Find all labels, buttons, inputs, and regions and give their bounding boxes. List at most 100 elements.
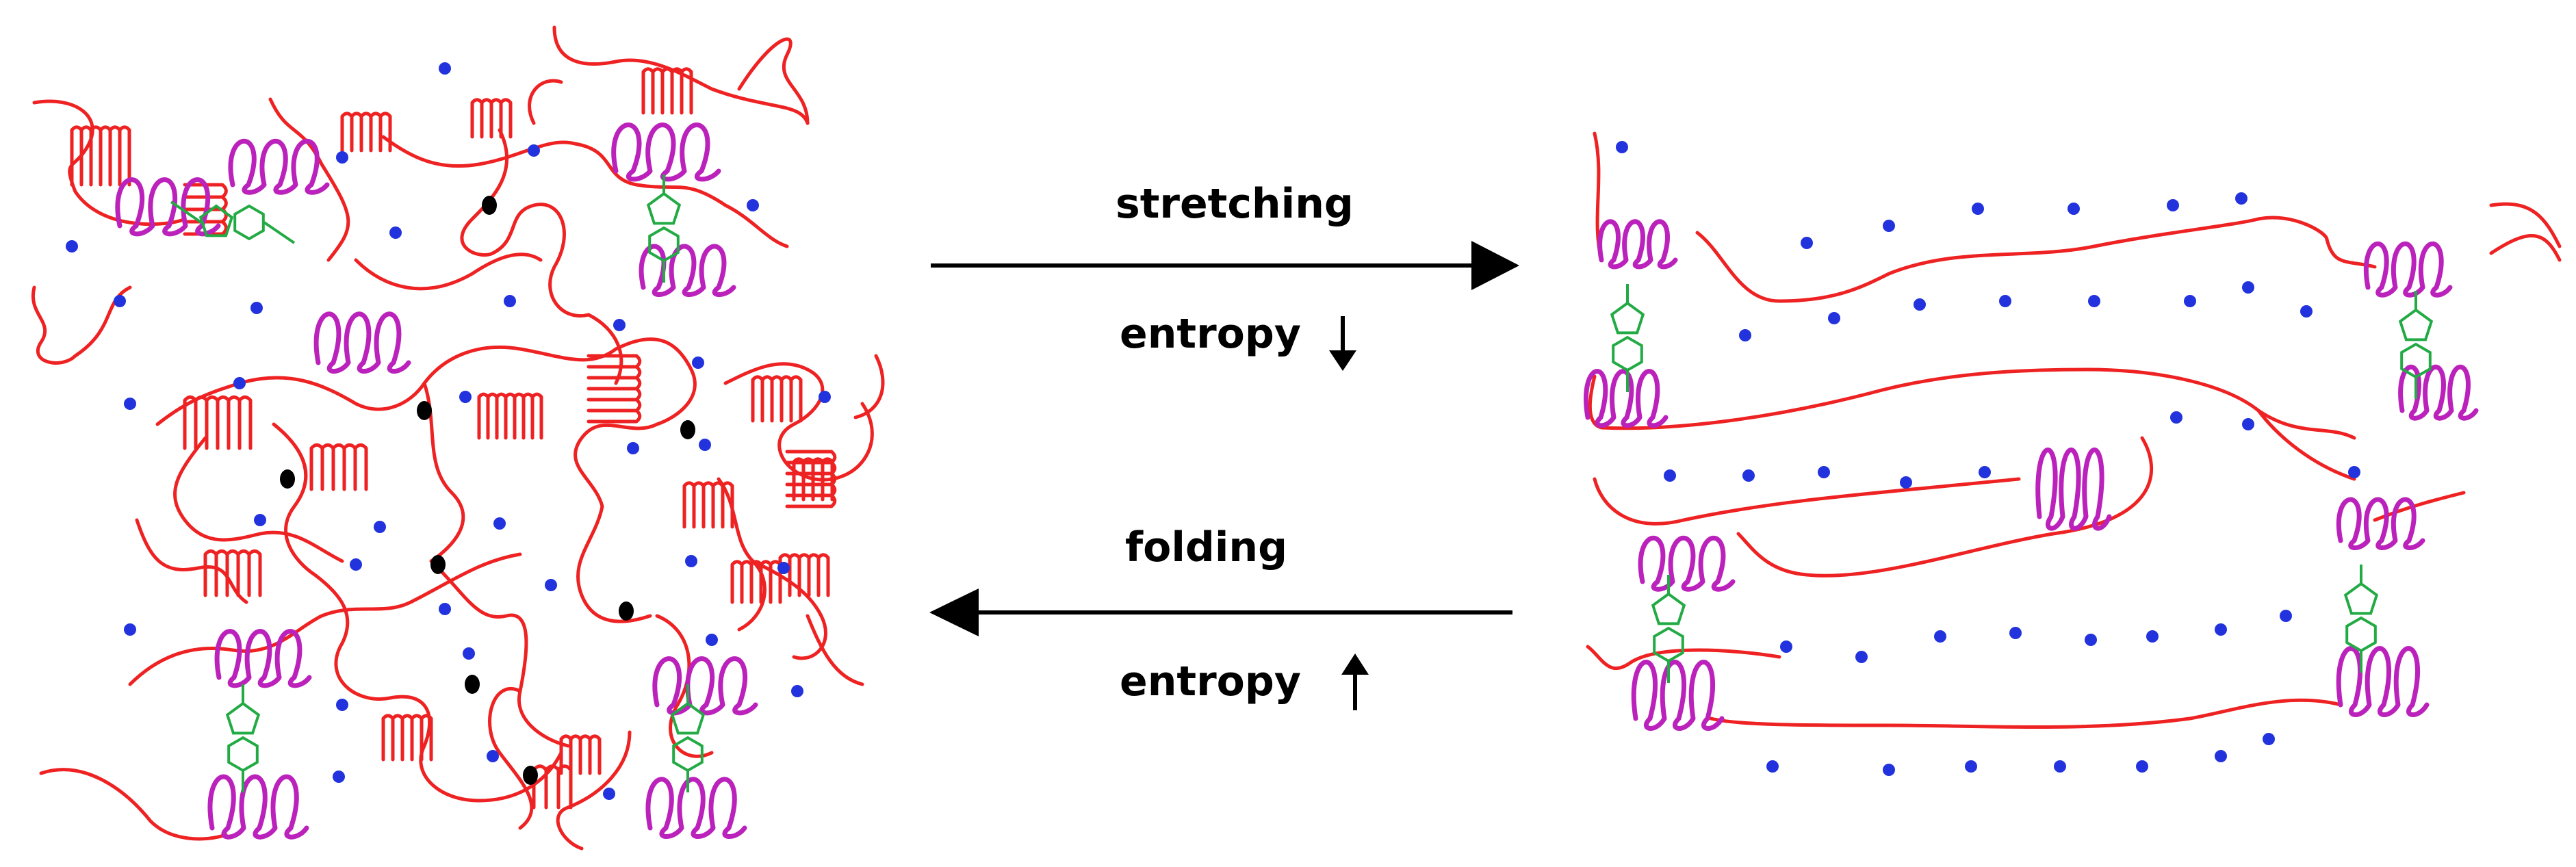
junction-point: [417, 401, 432, 420]
water-dot: [1999, 295, 2011, 307]
polymer-chain: [1588, 367, 2356, 440]
polymer-chain: [460, 128, 591, 318]
water-dot: [2215, 623, 2227, 636]
folded-loop: [778, 553, 830, 597]
water-dot: [791, 685, 803, 697]
pentagon-ring: [2343, 582, 2379, 615]
water-dot: [350, 558, 362, 571]
helix-coil: [645, 777, 747, 839]
water-dot: [1780, 640, 1792, 653]
helix-coil: [639, 244, 736, 298]
water-dot: [2300, 305, 2313, 318]
water-dot: [2242, 281, 2254, 294]
water-dot: [777, 562, 790, 574]
water-dot: [254, 514, 266, 526]
hexagon-ring: [1653, 626, 1684, 663]
water-dot: [2280, 610, 2292, 622]
polymer-chain: [268, 97, 350, 262]
water-dot: [66, 240, 78, 253]
stretched-network-panel: [1584, 131, 2562, 776]
water-dot: [685, 555, 697, 567]
water-dot: [124, 398, 136, 410]
folded-crosslink-rings: [170, 174, 706, 792]
water-dot: [692, 357, 704, 369]
polymer-chain: [155, 345, 618, 426]
polymer-chain: [488, 687, 534, 830]
folded-loop: [641, 67, 693, 115]
helix-coil: [652, 656, 758, 716]
water-dot: [1934, 630, 1946, 643]
folded-helix-crosslinks: [115, 122, 758, 840]
water-dot: [747, 199, 759, 211]
water-dot: [603, 788, 615, 800]
helix-coil: [2336, 497, 2425, 551]
water-dot: [487, 750, 499, 762]
water-dot: [463, 647, 475, 660]
water-dot: [1855, 651, 1868, 663]
stretched-crosslink-rings: [1610, 284, 2434, 683]
water-dot: [333, 771, 345, 783]
water-dot: [1914, 298, 1926, 311]
helix-coil: [313, 311, 411, 374]
water-dot: [1664, 469, 1676, 482]
polymer-chain: [272, 422, 350, 645]
down-arrow-icon: [1329, 316, 1356, 371]
water-dot: [1883, 220, 1895, 232]
polymer-chain: [655, 614, 714, 758]
water-dot: [336, 151, 348, 164]
folded-loop: [203, 549, 262, 597]
polymer-chain: [556, 730, 632, 851]
water-dot: [2068, 203, 2080, 215]
water-dot: [233, 377, 246, 389]
water-dot: [2085, 634, 2097, 646]
pentagon-ring: [1610, 301, 1645, 335]
water-dot: [2146, 630, 2159, 643]
polymer-chain: [1736, 436, 2154, 578]
water-dot: [439, 603, 451, 615]
pentagon-ring: [198, 204, 234, 237]
polymer-chain: [853, 354, 885, 419]
folded-loop: [785, 450, 837, 508]
polymer-chain: [381, 135, 789, 248]
junction-point: [430, 555, 446, 574]
folded-loop: [559, 734, 602, 775]
helix-coil: [1597, 219, 1678, 270]
polymer-chain: [717, 477, 767, 632]
water-dot: [706, 634, 718, 646]
water-dot: [1965, 760, 1977, 773]
folded-loop: [587, 354, 642, 424]
water-dot: [1900, 476, 1912, 489]
stretching-label: stretching: [1116, 180, 1354, 228]
helix-coil: [2035, 448, 2112, 531]
water-dot: [1972, 203, 1984, 215]
helix-coil: [214, 629, 312, 688]
pentagon-ring: [1651, 592, 1686, 625]
folded-loop: [183, 395, 253, 450]
water-dot: [504, 295, 516, 307]
water-dot: [819, 391, 831, 403]
water-dot: [2235, 192, 2247, 205]
stretched-polymer-chains: [1586, 131, 2562, 729]
water-dot: [2170, 411, 2182, 424]
process-arrows: stretching entropy folding entropy: [929, 180, 1519, 710]
entropy-increase-label: entropy: [1120, 658, 1301, 706]
water-dot: [2054, 760, 2066, 773]
polymer-chain: [2256, 409, 2356, 481]
junction-point: [680, 420, 695, 439]
pentagon-ring: [670, 701, 706, 735]
polymer-chain: [173, 436, 344, 563]
folded-loop: [70, 125, 131, 187]
helix-coil: [2363, 241, 2453, 298]
polymer-chain: [737, 37, 810, 125]
folded-loop: [792, 457, 834, 502]
junction-point: [280, 469, 295, 489]
polymer-chain: [436, 566, 570, 748]
polymer-chain: [2489, 234, 2562, 262]
water-dot: [1742, 469, 1755, 482]
junction-point: [465, 675, 480, 694]
hexagon-ring: [2345, 616, 2377, 653]
helix-coil: [611, 122, 721, 182]
polymer-chain: [1695, 216, 2329, 303]
water-dot: [2215, 750, 2227, 762]
water-dot: [439, 62, 451, 75]
